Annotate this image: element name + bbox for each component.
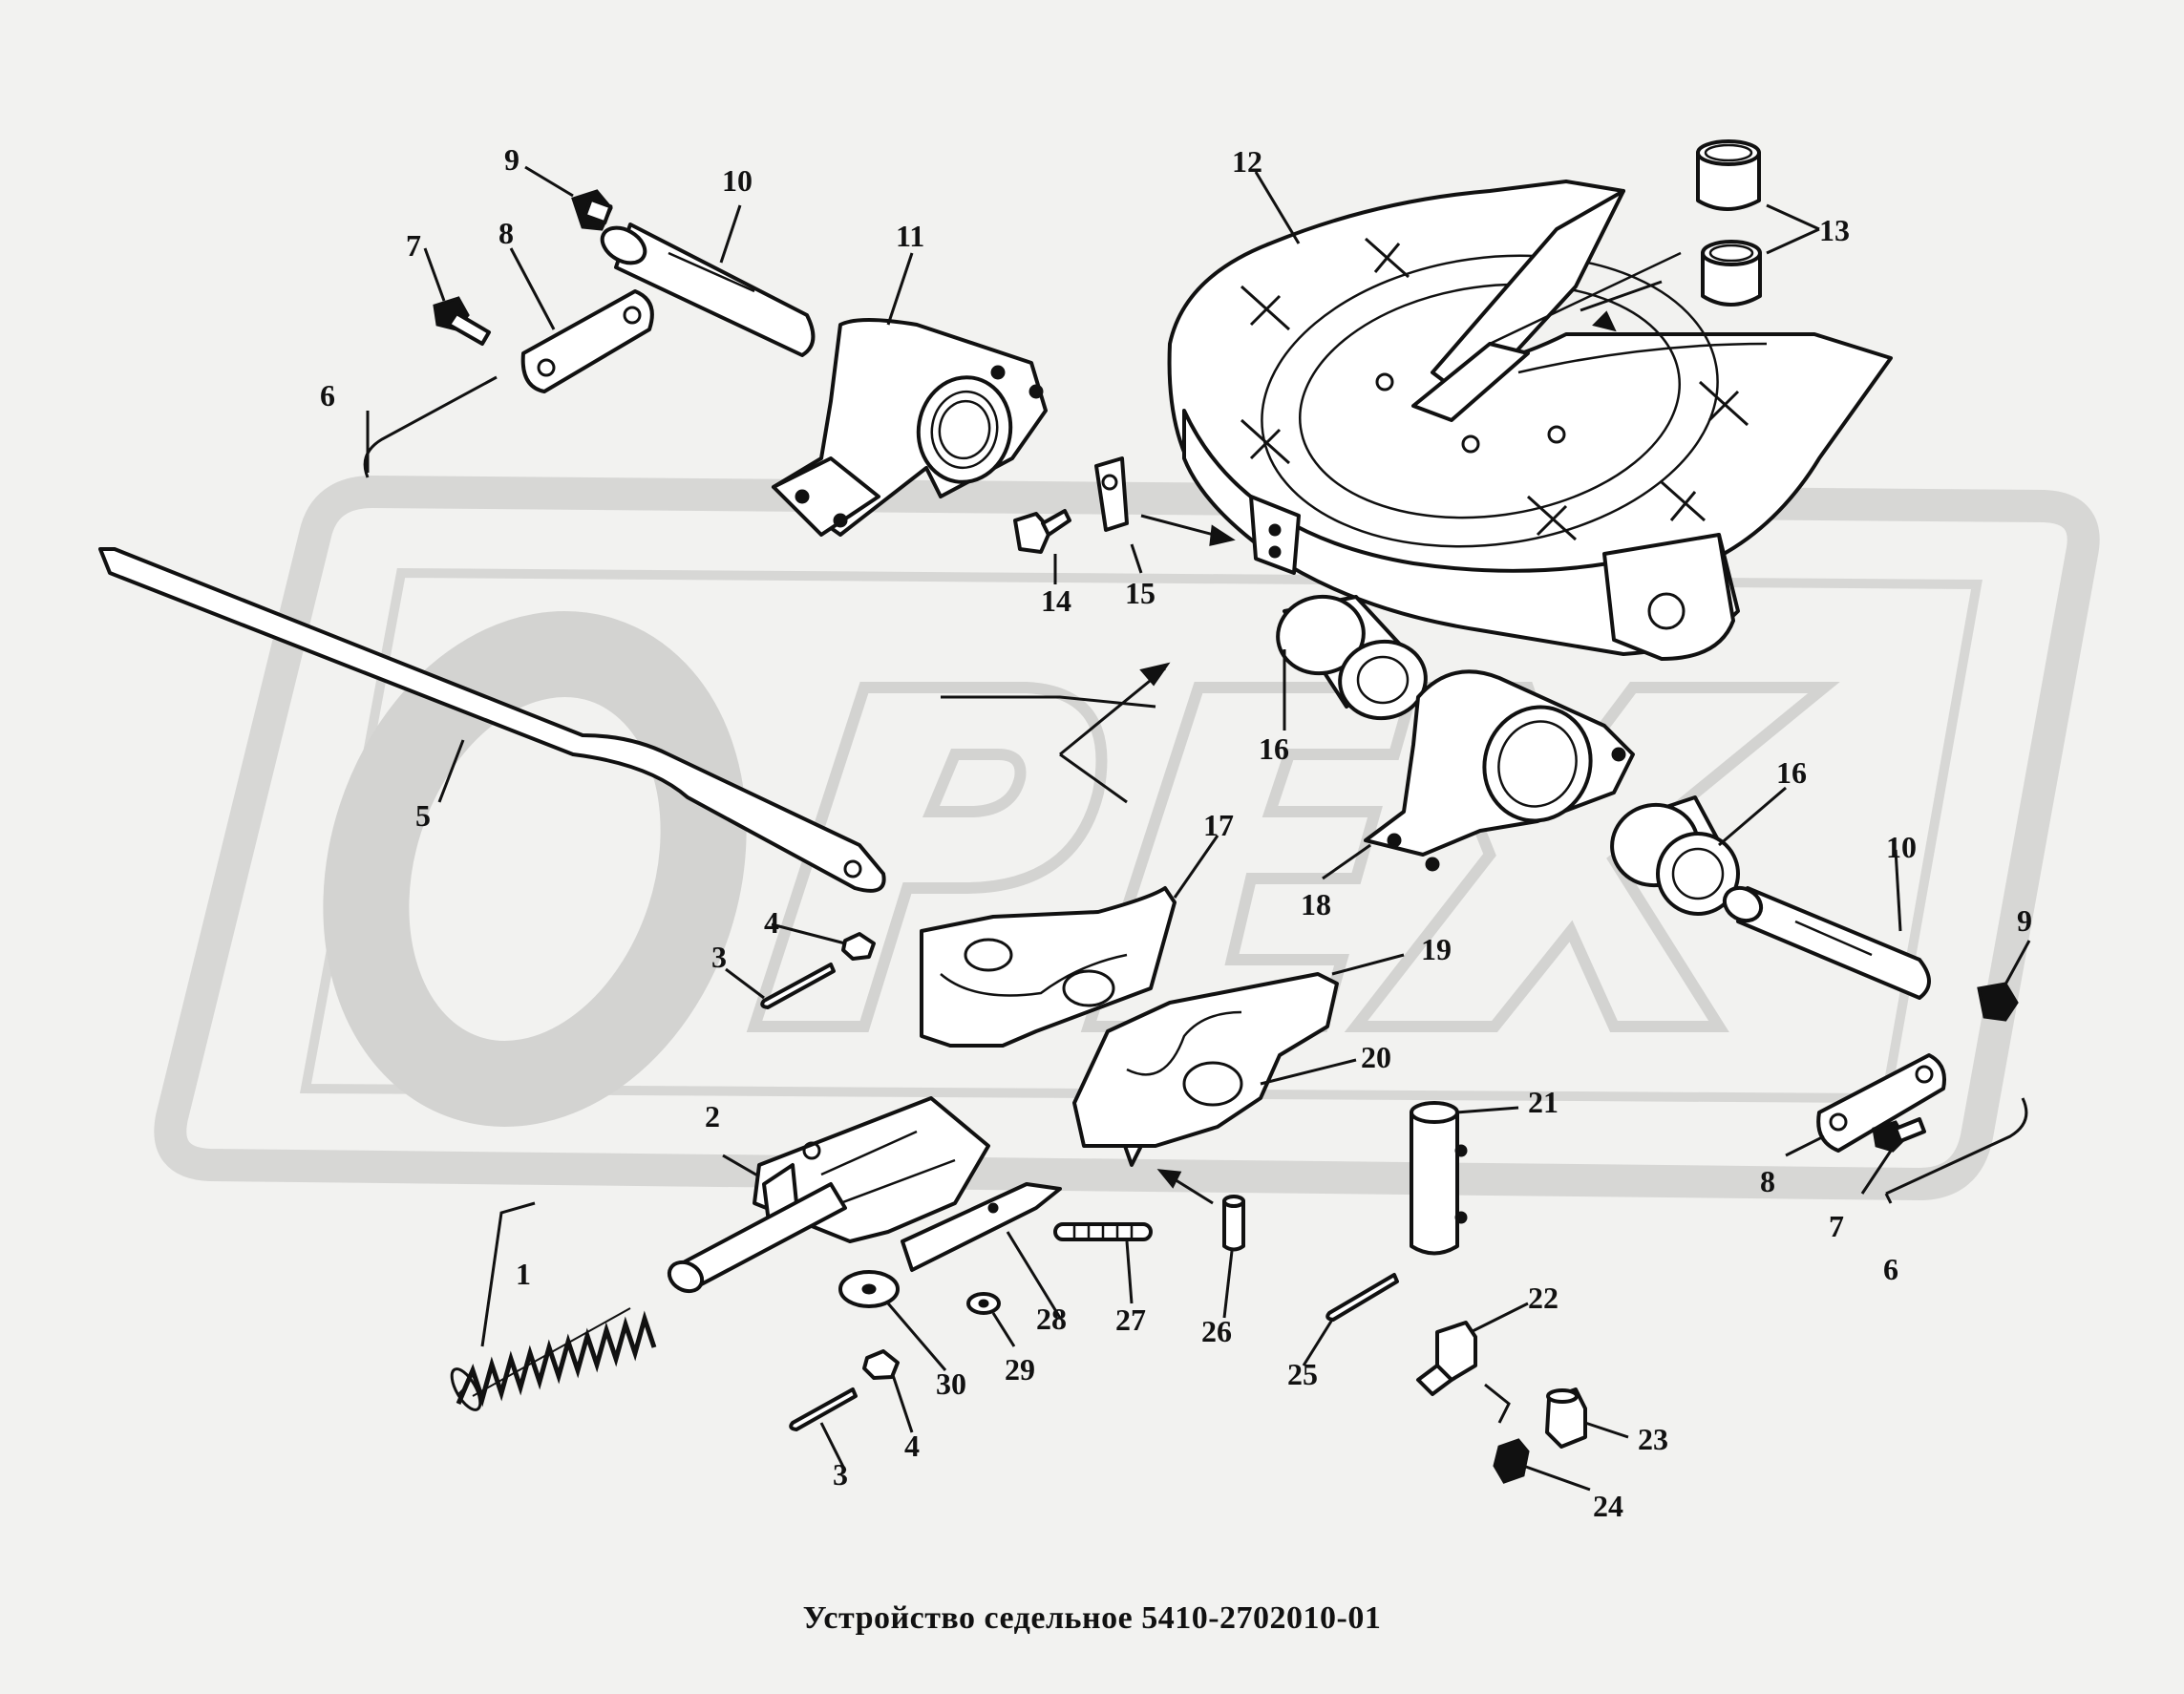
- castle-nut-lower: [862, 1349, 900, 1380]
- diagram-caption: Устройство седельное 5410-2702010-01: [802, 1600, 1382, 1636]
- callout-7-left: 7: [406, 228, 421, 263]
- lock-jaw-19-20: [1072, 972, 1339, 1167]
- lug-15: [1094, 456, 1129, 532]
- washer-30: [838, 1270, 900, 1308]
- bolt-right: [1872, 1117, 1926, 1153]
- callout-4-lower: 4: [904, 1429, 920, 1463]
- pin-26: [1222, 1195, 1245, 1252]
- elbow-fitting-23: [1545, 1387, 1587, 1449]
- assembly-arrow-plate: [1580, 280, 1663, 312]
- callout-3-upper: 3: [711, 940, 727, 974]
- callout-22: 22: [1528, 1281, 1558, 1315]
- cotter-pin-lower: [789, 1387, 858, 1431]
- tension-spring-27: [1053, 1222, 1153, 1241]
- callout-18: 18: [1301, 887, 1331, 921]
- cotter-pin-25: [1325, 1273, 1399, 1322]
- callout-9-right: 9: [2017, 903, 2032, 938]
- callout-23: 23: [1638, 1422, 1668, 1456]
- callout-10-right: 10: [1886, 830, 1917, 864]
- castle-nut-upper: [841, 932, 876, 961]
- spring-1: [450, 1307, 657, 1411]
- callout-9-left: 9: [504, 142, 519, 177]
- washer-29: [966, 1292, 1001, 1315]
- fifth-wheel-plate: [1167, 180, 1893, 661]
- bolt-left: [433, 296, 491, 346]
- lock-jaw-17: [920, 886, 1177, 1048]
- callout-labels: 1 2 3 3 4 4 5 6 6 7 7 8 8 9 9 10 10 11 1…: [320, 142, 2032, 1523]
- lock-wire-right: [1885, 1097, 2028, 1196]
- callout-25: 25: [1287, 1357, 1318, 1391]
- grease-nipple-24: [1493, 1438, 1530, 1484]
- callout-2: 2: [705, 1099, 720, 1133]
- callout-10-left: 10: [722, 163, 753, 198]
- callout-11: 11: [896, 219, 924, 253]
- lock-plate-right: [1816, 1053, 1946, 1153]
- callout-19: 19: [1421, 932, 1452, 966]
- watermark-letter-o: [323, 611, 747, 1127]
- pin-left: [600, 222, 816, 357]
- callout-4-upper: 4: [764, 905, 779, 940]
- callout-24: 24: [1593, 1489, 1623, 1523]
- callout-16-upper: 16: [1259, 731, 1289, 766]
- cotter-pin-upper: [760, 963, 836, 1009]
- callout-17: 17: [1203, 808, 1234, 842]
- release-lever: [98, 547, 886, 893]
- callout-1: 1: [516, 1257, 531, 1291]
- callout-20: 20: [1361, 1040, 1391, 1074]
- callout-26: 26: [1201, 1314, 1232, 1348]
- pin-right: [1722, 885, 1931, 1000]
- callout-7-right: 7: [1829, 1209, 1844, 1243]
- leaf-plate-28: [901, 1182, 1062, 1272]
- bracket-left: [772, 318, 1048, 537]
- slider-fork: [667, 1096, 990, 1294]
- assembly-arrow-26: [1169, 1175, 1214, 1205]
- callout-21: 21: [1528, 1085, 1558, 1119]
- callout-15: 15: [1125, 576, 1156, 610]
- callout-28: 28: [1036, 1302, 1067, 1336]
- angle-grease-nipple-22: [1416, 1321, 1477, 1396]
- callout-8-right: 8: [1760, 1164, 1775, 1198]
- lock-plate-left: [520, 289, 654, 393]
- callout-30: 30: [936, 1366, 966, 1401]
- grease-nipple-left: [571, 189, 613, 231]
- callout-13: 13: [1819, 213, 1850, 247]
- callout-6-right: 6: [1883, 1252, 1898, 1286]
- callout-3-lower: 3: [833, 1457, 848, 1492]
- callout-6-left: 6: [320, 378, 335, 413]
- king-pin-21: [1410, 1101, 1468, 1256]
- bushing-pair: [1696, 139, 1762, 307]
- rubber-bushing-lower: [1610, 795, 1740, 916]
- assembly-arrow-22: [1484, 1383, 1511, 1424]
- callout-12: 12: [1232, 144, 1262, 179]
- leader-lines: [366, 165, 2031, 1492]
- callout-5: 5: [415, 798, 431, 833]
- callout-14: 14: [1041, 583, 1071, 618]
- lock-wire-left: [363, 375, 498, 478]
- callout-16-lower: 16: [1776, 755, 1807, 790]
- callout-29: 29: [1005, 1352, 1035, 1387]
- watermark-letter-p: [746, 682, 1108, 1032]
- grease-nipple-right: [1977, 982, 2019, 1022]
- rubber-bushing-upper: [1276, 594, 1428, 721]
- callout-8-left: 8: [498, 216, 514, 250]
- bracket-right: [1364, 669, 1635, 872]
- callout-27: 27: [1115, 1302, 1146, 1337]
- bolt-14: [1013, 509, 1071, 554]
- assembly-arrow-center: [941, 667, 1166, 804]
